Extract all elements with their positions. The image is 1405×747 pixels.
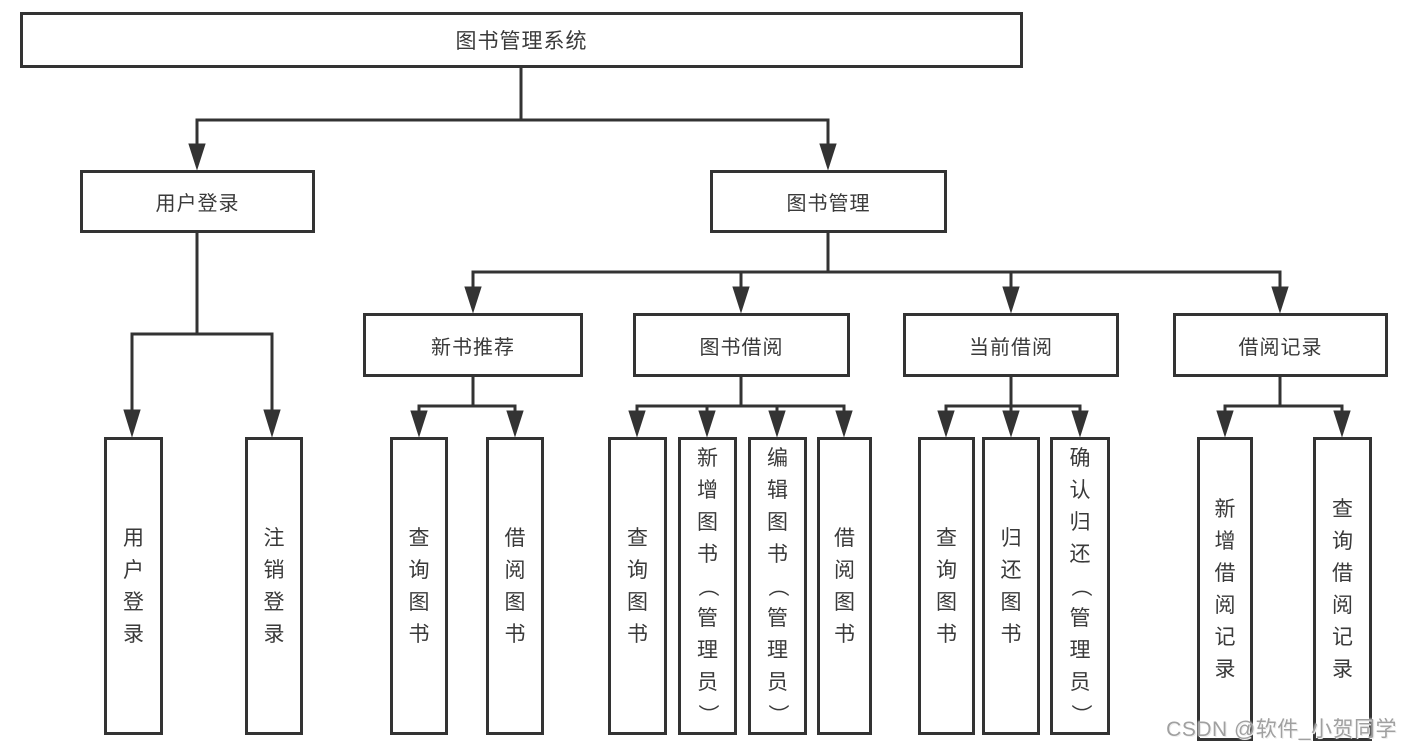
node-label: 借阅记录	[1238, 336, 1323, 359]
node-label: 归还图书	[1000, 526, 1022, 646]
leaf-logout: 注销登录	[245, 437, 303, 735]
leaf-query-books-3: 查询图书	[918, 437, 975, 735]
arrowhead	[698, 410, 716, 438]
arrowhead	[732, 286, 750, 314]
arrowhead	[263, 409, 281, 438]
node-label: 查询图书	[936, 526, 957, 646]
arrowhead	[1216, 410, 1234, 438]
node-new-book-recommend: 新书推荐	[363, 313, 583, 377]
leaf-edit-books-admin: 编辑图书（管理员）	[748, 437, 807, 735]
leaf-borrow-books-1: 借阅图书	[486, 437, 544, 735]
arrowhead	[768, 410, 786, 438]
arrowhead	[1002, 410, 1020, 438]
node-label: 确认归还（管理员）	[1068, 446, 1092, 725]
node-book-management: 图书管理	[710, 170, 947, 233]
node-label: 当前借阅	[969, 336, 1053, 359]
node-label: 查询图书	[627, 526, 648, 646]
connector-new-books	[410, 377, 524, 438]
leaf-add-books-admin: 新增图书（管理员）	[678, 437, 737, 735]
node-label: 借阅图书	[834, 526, 855, 646]
node-label: 查询借阅记录	[1332, 497, 1353, 681]
leaf-query-books-2: 查询图书	[608, 437, 667, 735]
leaf-query-books-1: 查询图书	[390, 437, 448, 735]
leaf-borrow-books-2: 借阅图书	[817, 437, 872, 735]
node-user-login: 用户登录	[80, 170, 315, 233]
node-label: 新增图书（管理员）	[696, 446, 719, 725]
arrowhead	[464, 286, 482, 314]
arrowhead	[819, 143, 837, 171]
arrowhead	[835, 410, 853, 438]
node-label: 编辑图书（管理员）	[766, 446, 789, 725]
csdn-watermark: CSDN @软件_小贺同学	[1166, 718, 1397, 741]
node-label: 图书管理	[786, 193, 871, 215]
arrowhead	[506, 410, 524, 438]
leaf-user-login: 用户登录	[104, 437, 163, 735]
node-label: 用户登录	[155, 193, 240, 215]
arrowhead	[1002, 286, 1020, 314]
leaf-query-borrow-record: 查询借阅记录	[1313, 437, 1372, 741]
node-label: 用户登录	[123, 526, 144, 646]
connector-root	[188, 68, 837, 171]
arrowhead	[410, 410, 428, 438]
connector-user-login	[123, 233, 281, 438]
node-label: 图书管理系统	[455, 30, 588, 53]
node-label: 查询图书	[408, 526, 430, 646]
connector-borrow-records	[1216, 377, 1351, 438]
arrowhead	[1333, 410, 1351, 438]
arrowhead	[937, 410, 955, 438]
connector-book-borrow	[628, 377, 853, 438]
node-library-management-system: 图书管理系统	[20, 12, 1023, 68]
node-label: 新增借阅记录	[1214, 497, 1236, 681]
node-label: 借阅图书	[504, 526, 526, 646]
node-label: 新书推荐	[431, 336, 515, 359]
node-current-borrowing: 当前借阅	[903, 313, 1119, 377]
node-book-borrowing: 图书借阅	[633, 313, 850, 377]
arrowhead	[628, 410, 646, 438]
connector-book-mgmt	[464, 233, 1289, 314]
arrowhead	[1071, 410, 1089, 438]
connector-current-borrow	[937, 377, 1089, 438]
arrowhead	[1271, 286, 1289, 314]
arrowhead	[188, 143, 206, 171]
node-label: 图书借阅	[699, 336, 784, 359]
leaf-confirm-return-admin: 确认归还（管理员）	[1050, 437, 1110, 735]
node-label: 注销登录	[263, 526, 285, 646]
arrowhead	[123, 409, 141, 438]
leaf-add-borrow-record: 新增借阅记录	[1197, 437, 1253, 741]
leaf-return-books: 归还图书	[982, 437, 1040, 735]
node-borrowing-records: 借阅记录	[1173, 313, 1388, 377]
